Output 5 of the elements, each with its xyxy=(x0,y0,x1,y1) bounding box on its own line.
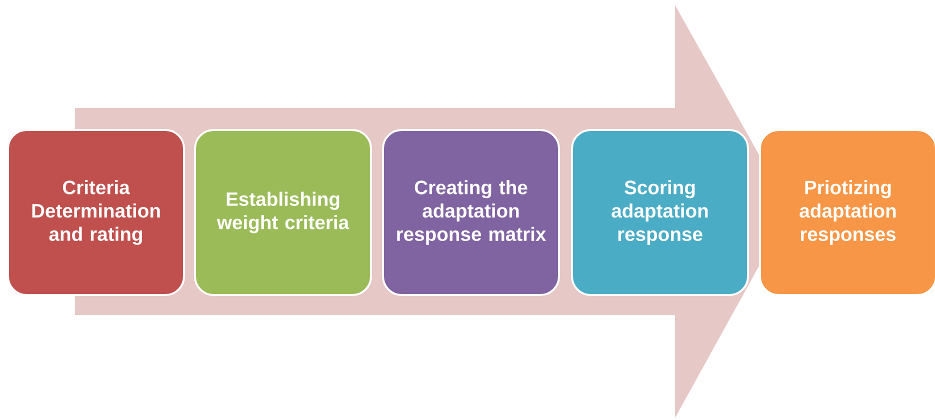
process-box: Establishing weight criteria xyxy=(194,129,372,296)
process-box: Creating the adaptation response matrix xyxy=(382,129,560,296)
process-box: Criteria Determination and rating xyxy=(7,129,185,296)
process-box: Priotizing adaptation responses xyxy=(759,129,935,296)
process-box: Scoring adaptation response xyxy=(571,129,749,296)
